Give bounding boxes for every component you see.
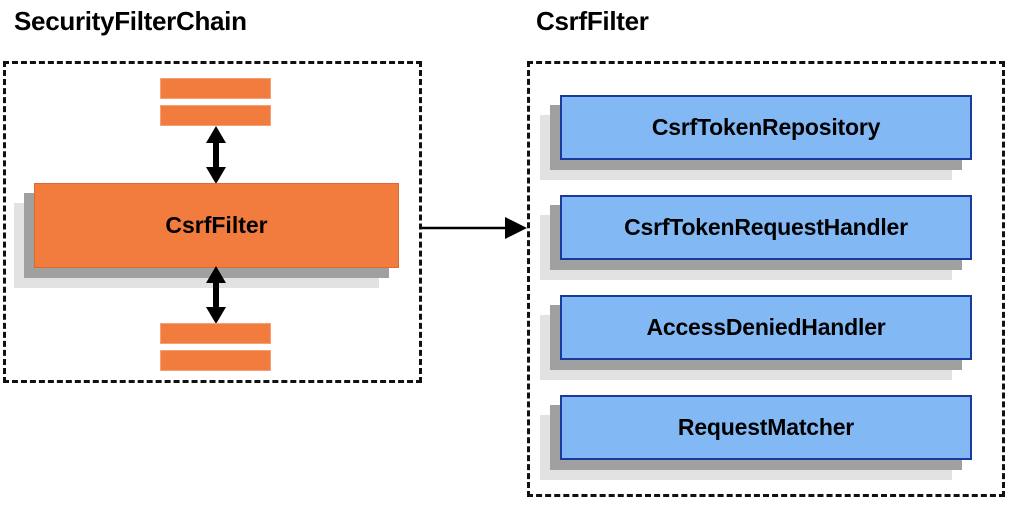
filter-bar-bottom-2 — [160, 350, 271, 371]
arrow-up-double-icon — [206, 126, 226, 184]
securityfilterchain-panel — [3, 61, 422, 383]
arrow-securityfilterchain-to-csrffilter-icon — [422, 217, 527, 239]
collaborator-card-label: AccessDeniedHandler — [646, 314, 886, 340]
collaborator-card-label: CsrfTokenRepository — [651, 114, 881, 140]
collaborator-card-label: RequestMatcher — [677, 414, 855, 440]
arrow-down-double-icon — [206, 266, 226, 324]
collaborator-card-requestmatcher[interactable]: RequestMatcher — [560, 395, 972, 460]
page-title-securityfilterchain: SecurityFilterChain — [14, 6, 247, 36]
collaborator-card-label: CsrfTokenRequestHandler — [624, 214, 908, 240]
filter-bar-top-2 — [160, 105, 271, 126]
page-title-csrffilter: CsrfFilter — [536, 6, 649, 36]
filter-bar-top-1 — [160, 78, 271, 99]
filter-bar-bottom-1 — [160, 323, 271, 344]
collaborator-card-accessdeniedhandler[interactable]: AccessDeniedHandler — [560, 295, 972, 360]
csrffilter-card[interactable]: CsrfFilter — [34, 183, 399, 268]
csrffilter-card-label: CsrfFilter — [165, 212, 268, 238]
collaborator-card-csrftokenrepository[interactable]: CsrfTokenRepository — [560, 95, 972, 160]
csrffilter-panel — [527, 61, 1005, 497]
collaborator-card-csrftokenrequesthandler[interactable]: CsrfTokenRequestHandler — [560, 195, 972, 260]
